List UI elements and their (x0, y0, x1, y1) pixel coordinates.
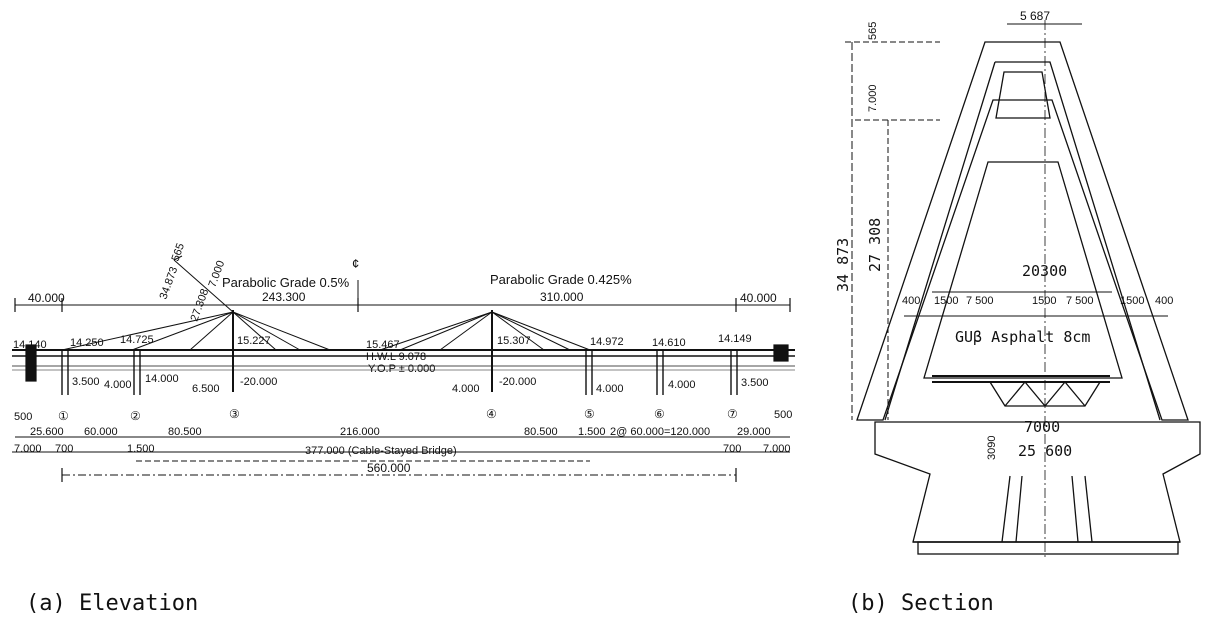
bottom-1-7: 2@ 60.000=120.000 (610, 426, 710, 438)
pier-depth-2: 4.000 (104, 379, 132, 391)
level-9: 14.149 (718, 333, 752, 345)
base-width: 25 600 (1018, 442, 1072, 460)
deck-breakdown-1: 1500 (934, 295, 958, 307)
pier-label-4: ④ (486, 407, 497, 421)
deck-breakdown-4: 7 500 (1066, 295, 1094, 307)
tower-base (874, 421, 1201, 543)
elevation-labels: Parabolic Grade 0.5% Parabolic Grade 0.4… (13, 242, 792, 475)
pier-depth-8: 4.000 (596, 383, 624, 395)
tower-dim-total: 34.873 (158, 265, 181, 301)
pier-label-3: ③ (229, 407, 240, 421)
deck-breakdown-5: 1500 (1120, 295, 1144, 307)
pier-depth-4: 6.500 (192, 383, 220, 395)
tower-window-upper (995, 71, 1051, 119)
grade-left-label: Parabolic Grade 0.5% (222, 275, 350, 290)
girder-width: 7000 (1024, 418, 1060, 436)
bottom-1-8: 29.000 (737, 426, 771, 438)
tower-dim-top: 565 (170, 242, 188, 263)
pier-depth-6: 4.000 (452, 383, 480, 395)
pier-depth-3: 14.000 (145, 373, 179, 385)
level-2: 14.250 (70, 337, 104, 349)
bottom-1-5: 80.500 (524, 426, 558, 438)
girder-depth: 3090 (986, 436, 998, 460)
section-labels: 5 687 565 7.000 34 873 27 308 20300 400 … (834, 9, 1173, 460)
section-drawing (845, 20, 1201, 560)
deck-breakdown-2: 7 500 (966, 295, 994, 307)
pier-depth-10: 3.500 (741, 377, 769, 389)
grade-right-label: Parabolic Grade 0.425% (490, 272, 632, 287)
level-3: 14.725 (120, 334, 154, 346)
bottom-2-3: 377.000 (Cable-Stayed Bridge) (305, 445, 457, 457)
level-5: 15.467 (366, 339, 400, 351)
section-caption: (b) Section (848, 591, 994, 616)
bottom-1-4: 216.000 (340, 426, 380, 438)
tower-height-dim (173, 259, 234, 313)
right-abutment (773, 344, 789, 362)
pier-depth-7: -20.000 (499, 376, 536, 388)
bottom-2-1: 700 (55, 443, 73, 455)
pier-label-1: ① (58, 409, 69, 423)
level-8: 14.610 (652, 337, 686, 349)
level-7: 14.972 (590, 336, 624, 348)
deck-breakdown-3: 1500 (1032, 295, 1056, 307)
section-upper-dim: 7.000 (867, 84, 879, 112)
bottom-1-3: 80.500 (168, 426, 202, 438)
pier-depth-9: 4.000 (668, 379, 696, 391)
level-6: 15.307 (497, 335, 531, 347)
left-abutment (25, 344, 37, 382)
deck-breakdown-6: 400 (1155, 295, 1173, 307)
yop-label: Y.O.P ± 0.000 (368, 363, 435, 375)
bottom-2-5: 7.000 (763, 443, 791, 455)
pavement-label: GUβ Asphalt 8cm (955, 328, 1090, 346)
pier-depth-1: 3.500 (72, 376, 100, 388)
pier-depth-5: -20.000 (240, 376, 277, 388)
span-left: 40.000 (28, 291, 65, 305)
cables-tower-4 (379, 311, 591, 351)
pier-label-7: ⑦ (727, 407, 738, 421)
level-4: 15.227 (237, 335, 271, 347)
section-total-height: 34 873 (834, 238, 852, 292)
pier-label-5: ⑤ (584, 407, 595, 421)
pier-label-2: ② (130, 409, 141, 423)
section-top-offset: 565 (867, 22, 879, 40)
tower-window-lower (923, 161, 1123, 379)
tower-outer (856, 41, 1189, 421)
footing-slab (917, 541, 1179, 555)
bottom-2-4: 700 (723, 443, 741, 455)
elevation-drawing (12, 255, 795, 482)
span-243: 243.300 (262, 290, 306, 304)
deck-width: 20300 (1022, 262, 1067, 280)
span-right: 40.000 (740, 291, 777, 305)
tower-inner-frame (884, 61, 1161, 421)
elevation-caption: (a) Elevation (26, 591, 198, 616)
section-lower-height: 27 308 (866, 218, 884, 272)
cables-tower-3 (61, 311, 331, 351)
deck-breakdown-0: 400 (902, 295, 920, 307)
bottom-2-2: 1.500 (127, 443, 155, 455)
total-length-label: 560.000 (367, 461, 411, 475)
bottom-1-2: 60.000 (84, 426, 118, 438)
piers (61, 350, 738, 395)
centerline-symbol: ¢ (352, 256, 359, 271)
base-legs (1001, 475, 1093, 543)
bottom-1-9: 500 (774, 409, 792, 421)
section-top-dim: 5 687 (1020, 9, 1050, 23)
pier-label-6: ⑥ (654, 407, 665, 421)
level-1: 14.140 (13, 339, 47, 351)
bottom-1-6: 1.500 (578, 426, 606, 438)
bottom-1-0: 500 (14, 411, 32, 423)
bottom-2-0: 7.000 (14, 443, 42, 455)
bottom-1-1: 25.600 (30, 426, 64, 438)
span-310: 310.000 (540, 290, 584, 304)
hwl-label: H.W.L 9.078 (366, 351, 426, 363)
